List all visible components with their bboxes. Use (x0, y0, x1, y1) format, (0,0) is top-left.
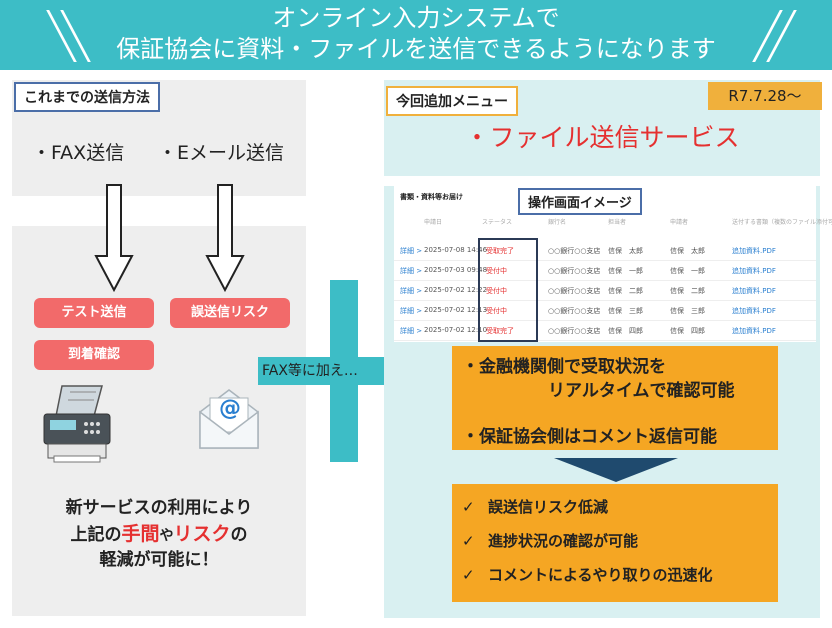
mock-cell-bank: ○○銀行○○支店 (548, 327, 601, 335)
header-banner: オンライン入力システムで 保証協会に資料・ファイルを送信できるようになります (0, 0, 832, 70)
header-line-2: 保証協会に資料・ファイルを送信できるようになります (116, 35, 716, 63)
header-right-slashes (752, 10, 797, 62)
mock-cell-file[interactable]: 追加資料.PDF (732, 267, 776, 275)
arrival-confirm-pill: 到着確認 (34, 340, 154, 370)
feature-box: ・金融機関側で受取状況を リアルタイムで確認可能 ・保証協会側はコメント返信可能 (452, 346, 778, 450)
mock-cell-file[interactable]: 追加資料.PDF (732, 287, 776, 295)
mock-cell-link[interactable]: 詳細 > (400, 307, 423, 315)
misdelivery-risk-pill: 誤送信リスク (170, 298, 290, 328)
mock-cell-p1: 信保 一郎 (608, 267, 643, 275)
down-chevron-icon (554, 458, 678, 482)
start-date-tag: R7.7.28〜 (708, 82, 822, 110)
conclusion-text: 上記の (70, 525, 122, 545)
check-icon: ✓ (462, 498, 475, 516)
method-fax: ・FAX送信 (32, 142, 125, 164)
mock-cell-status: 受付中 (486, 307, 507, 315)
benefit-box: ✓ 誤送信リスク低減 ✓ 進捗状況の確認が可能 ✓ コメントによるやり取りの迅速化 (452, 484, 778, 602)
mock-cell-date: 2025-07-08 14:46 (424, 246, 488, 254)
mock-cell-bank: ○○銀行○○支店 (548, 287, 601, 295)
test-send-pill: テスト送信 (34, 298, 154, 328)
mock-cell-date: 2025-07-02 12:22 (424, 286, 488, 294)
mock-cell-link[interactable]: 詳細 > (400, 247, 423, 255)
mock-cell-p1: 信保 四郎 (608, 327, 643, 335)
mock-cell-status: 受取完了 (486, 327, 514, 335)
benefit-text: 誤送信リスク低減 (488, 498, 609, 516)
conclusion-line-3: 軽減が可能に！ (99, 550, 219, 570)
feature-line-2: リアルタイムで確認可能 (548, 381, 735, 401)
conclusion-line-2: 上記の手間やリスクの (12, 522, 306, 549)
mock-cell-bank: ○○銀行○○支店 (548, 307, 601, 315)
mock-title: 書類・資料等お届け (400, 193, 463, 201)
mock-header-cell: 銀行名 (548, 219, 567, 226)
fax-machine-icon (43, 385, 111, 463)
plus-label: FAX等に加え… (262, 363, 358, 379)
feature-line-1: ・金融機関側で受取状況を (462, 357, 666, 377)
status-column-highlight (478, 238, 538, 342)
mock-cell-p2: 信保 太郎 (670, 247, 705, 255)
screen-image-label: 操作画面イメージ (518, 188, 642, 215)
conclusion-effort: 手間 (121, 523, 160, 545)
mock-cell-p2: 信保 一郎 (670, 267, 705, 275)
feature-line-3: ・保証協会側はコメント返信可能 (462, 427, 717, 447)
mock-table-header: 申請日 ステータス 銀行名 担当者 申請者 送付する書類（複数のファイル添付可能… (394, 214, 832, 228)
benefit-text: 進捗状況の確認が可能 (488, 532, 639, 550)
conclusion-line-1: 新サービスの利用により (65, 498, 253, 518)
mock-cell-bank: ○○銀行○○支店 (548, 247, 601, 255)
mock-cell-p2: 信保 三郎 (670, 307, 705, 315)
mock-cell-status: 受付中 (486, 267, 507, 275)
mock-header-cell: 送付する書類（複数のファイル添付可能） (732, 219, 832, 226)
mock-header-cell: 申請者 (670, 219, 689, 226)
mock-cell-status: 受取完了 (486, 247, 514, 255)
down-arrow-icon (94, 184, 134, 293)
email-icon (199, 389, 259, 449)
check-icon: ✓ (462, 532, 475, 550)
mock-header-cell: 担当者 (608, 219, 627, 226)
mock-header-cell: ステータス (482, 219, 513, 226)
conclusion-text: や (159, 528, 174, 544)
benefit-item: ✓ コメントによるやり取りの迅速化 (462, 564, 713, 585)
mock-cell-link[interactable]: 詳細 > (400, 267, 423, 275)
mock-cell-bank: ○○銀行○○支店 (548, 267, 601, 275)
mock-cell-p1: 信保 二郎 (608, 287, 643, 295)
mock-cell-p1: 信保 太郎 (608, 247, 643, 255)
mock-cell-file[interactable]: 追加資料.PDF (732, 307, 776, 315)
previous-methods-label: これまでの送信方法 (14, 82, 160, 112)
mock-cell-file[interactable]: 追加資料.PDF (732, 327, 776, 335)
file-send-service-title: ・ファイル送信サービス (464, 123, 740, 152)
mock-cell-file[interactable]: 追加資料.PDF (732, 247, 776, 255)
mock-cell-date: 2025-07-02 12:10 (424, 326, 488, 334)
check-icon: ✓ (462, 566, 475, 584)
conclusion-risk: リスク (173, 523, 231, 545)
mock-cell-link[interactable]: 詳細 > (400, 287, 423, 295)
benefit-text: コメントによるやり取りの迅速化 (488, 566, 713, 584)
method-email: ・Eメール送信 (158, 142, 285, 164)
mock-cell-p2: 信保 二郎 (670, 287, 705, 295)
header-line-1: オンライン入力システムで (272, 4, 560, 32)
mock-cell-p2: 信保 四郎 (670, 327, 705, 335)
email-at-sign: @ (219, 396, 241, 421)
mock-cell-status: 受付中 (486, 287, 507, 295)
mock-cell-date: 2025-07-03 09:48 (424, 266, 488, 274)
new-menu-label: 今回追加メニュー (386, 86, 518, 116)
mock-cell-link[interactable]: 詳細 > (400, 327, 423, 335)
mock-cell-date: 2025-07-02 12:13 (424, 306, 488, 314)
benefit-item: ✓ 誤送信リスク低減 (462, 496, 608, 517)
down-arrow-icon (205, 184, 245, 293)
mock-header-cell: 申請日 (424, 219, 443, 226)
conclusion-text: の (230, 525, 248, 545)
mock-cell-p1: 信保 三郎 (608, 307, 643, 315)
benefit-item: ✓ 進捗状況の確認が可能 (462, 530, 638, 551)
